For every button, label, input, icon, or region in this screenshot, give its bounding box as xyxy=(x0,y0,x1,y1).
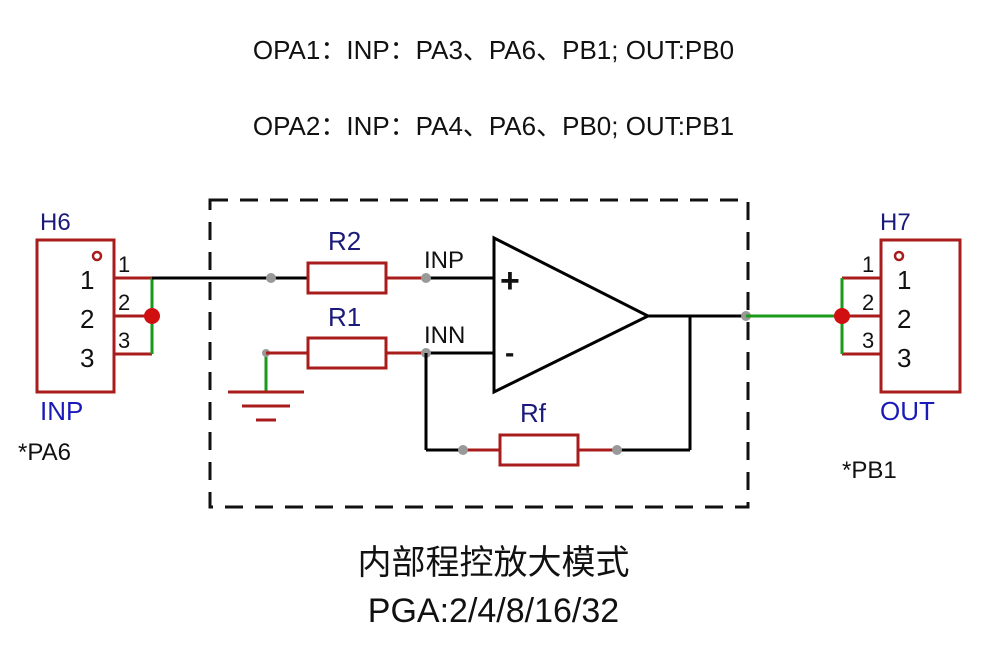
opa1-pin-info: OPA1：INP：PA3、PA6、PB1; OUT:PB0 xyxy=(252,35,735,65)
rf-branch: Rf xyxy=(424,316,692,467)
header-h7: H7 1 2 3 1 2 3 OUT *PB1 xyxy=(834,209,962,484)
h6-net-label: INP xyxy=(40,396,83,426)
op-inn-label: INN xyxy=(424,322,465,349)
mode-title: 内部程控放大模式 xyxy=(357,544,630,582)
h7-inner-label-2: 2 xyxy=(897,304,911,334)
resistor-r2 xyxy=(306,261,388,295)
h6-inner-label-1: 1 xyxy=(80,265,94,295)
h6-ref: H6 xyxy=(40,209,71,236)
h7-pin-3: 3 xyxy=(862,328,874,353)
h7-note: *PB1 xyxy=(842,457,897,484)
h6-pin1-marker xyxy=(91,250,103,262)
h6-pin-2: 2 xyxy=(118,290,130,315)
h7-inner-label-1: 1 xyxy=(897,265,911,295)
h7-inner-label-3: 3 xyxy=(897,343,911,373)
internal-boundary xyxy=(208,198,750,509)
r2-branch: R2 INP xyxy=(152,226,494,295)
pga-gains: PGA:2/4/8/16/32 xyxy=(367,592,620,630)
h7-ref: H7 xyxy=(880,209,911,236)
h6-junction xyxy=(144,308,160,324)
h7-junction xyxy=(834,308,850,324)
r1-branch: R1 INN xyxy=(228,302,494,422)
h7-pin-2: 2 xyxy=(862,290,874,315)
h6-note: *PA6 xyxy=(18,439,71,466)
h7-net-label: OUT xyxy=(880,396,935,426)
rf-label: Rf xyxy=(520,398,547,428)
opamp-symbol: + - xyxy=(492,235,652,395)
h6-inner-label-3: 3 xyxy=(80,343,94,373)
resistor-rf xyxy=(498,433,580,467)
output-net xyxy=(648,311,842,321)
opamp-minus: - xyxy=(505,337,514,368)
r1-label: R1 xyxy=(328,302,361,332)
h6-pin-3: 3 xyxy=(118,328,130,353)
h6-pin-1: 1 xyxy=(118,252,130,277)
h6-inner-label-2: 2 xyxy=(80,304,94,334)
op-inp-label: INP xyxy=(424,247,464,274)
opa2-pin-info: OPA2：INP：PA4、PA6、PB0; OUT:PB1 xyxy=(252,111,735,141)
opamp-plus: + xyxy=(500,262,520,300)
h7-pin-1: 1 xyxy=(862,252,874,277)
resistor-r1 xyxy=(306,336,388,370)
header-h6: H6 1 2 3 1 2 3 INP *PA6 xyxy=(18,209,160,466)
r2-label: R2 xyxy=(328,226,361,256)
h7-body xyxy=(879,238,962,394)
h7-pin1-marker xyxy=(893,250,905,262)
h6-body xyxy=(35,238,116,394)
